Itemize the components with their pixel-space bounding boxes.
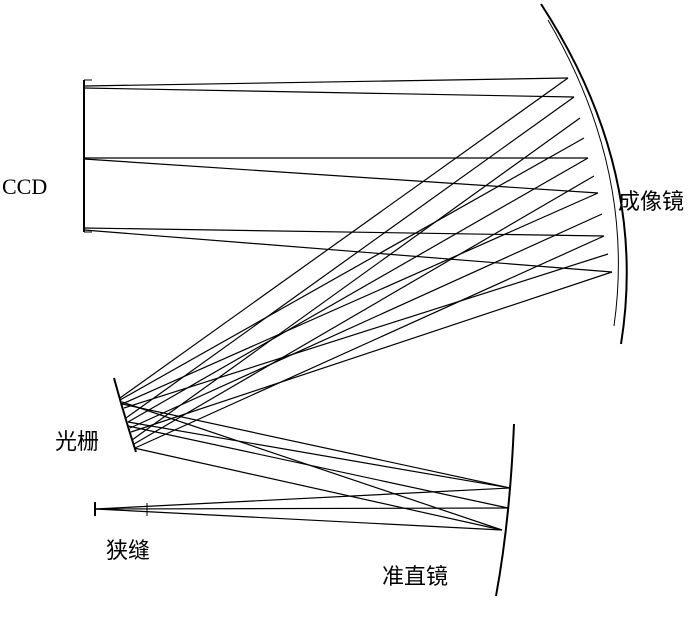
ray: [94, 487, 511, 510]
ray: [133, 447, 503, 531]
ray: [130, 271, 613, 433]
ccd-label: CCD: [2, 174, 47, 199]
ray: [123, 253, 609, 409]
grating-label: 光栅: [55, 430, 99, 455]
grating-surface: [113, 377, 137, 453]
ray: [121, 192, 599, 405]
imaging-mirror-face: [547, 19, 619, 327]
ray: [133, 175, 595, 445]
collimator-label: 准直镜: [382, 565, 448, 590]
imaging-mirror-arc: [540, 3, 628, 345]
ray: [127, 421, 511, 489]
ray: [134, 235, 605, 449]
ray: [131, 117, 581, 441]
ray: [127, 157, 589, 423]
ray: [129, 213, 603, 429]
ray: [127, 425, 509, 509]
ray: [83, 158, 599, 194]
optical-components: [83, 3, 628, 597]
ray: [94, 507, 509, 510]
ray: [94, 508, 503, 531]
ray: [121, 403, 511, 489]
ray: [83, 87, 575, 98]
light-rays: [83, 77, 613, 531]
ray: [121, 401, 503, 531]
collimator-mirror-arc: [495, 423, 515, 597]
ray: [119, 77, 569, 399]
ray: [125, 96, 575, 419]
imaging-mirror-label: 成像镜: [618, 190, 684, 215]
ray: [119, 137, 585, 401]
ray: [83, 229, 613, 273]
ray: [83, 227, 605, 237]
ray: [83, 77, 569, 87]
slit-label: 狭缝: [106, 539, 150, 564]
